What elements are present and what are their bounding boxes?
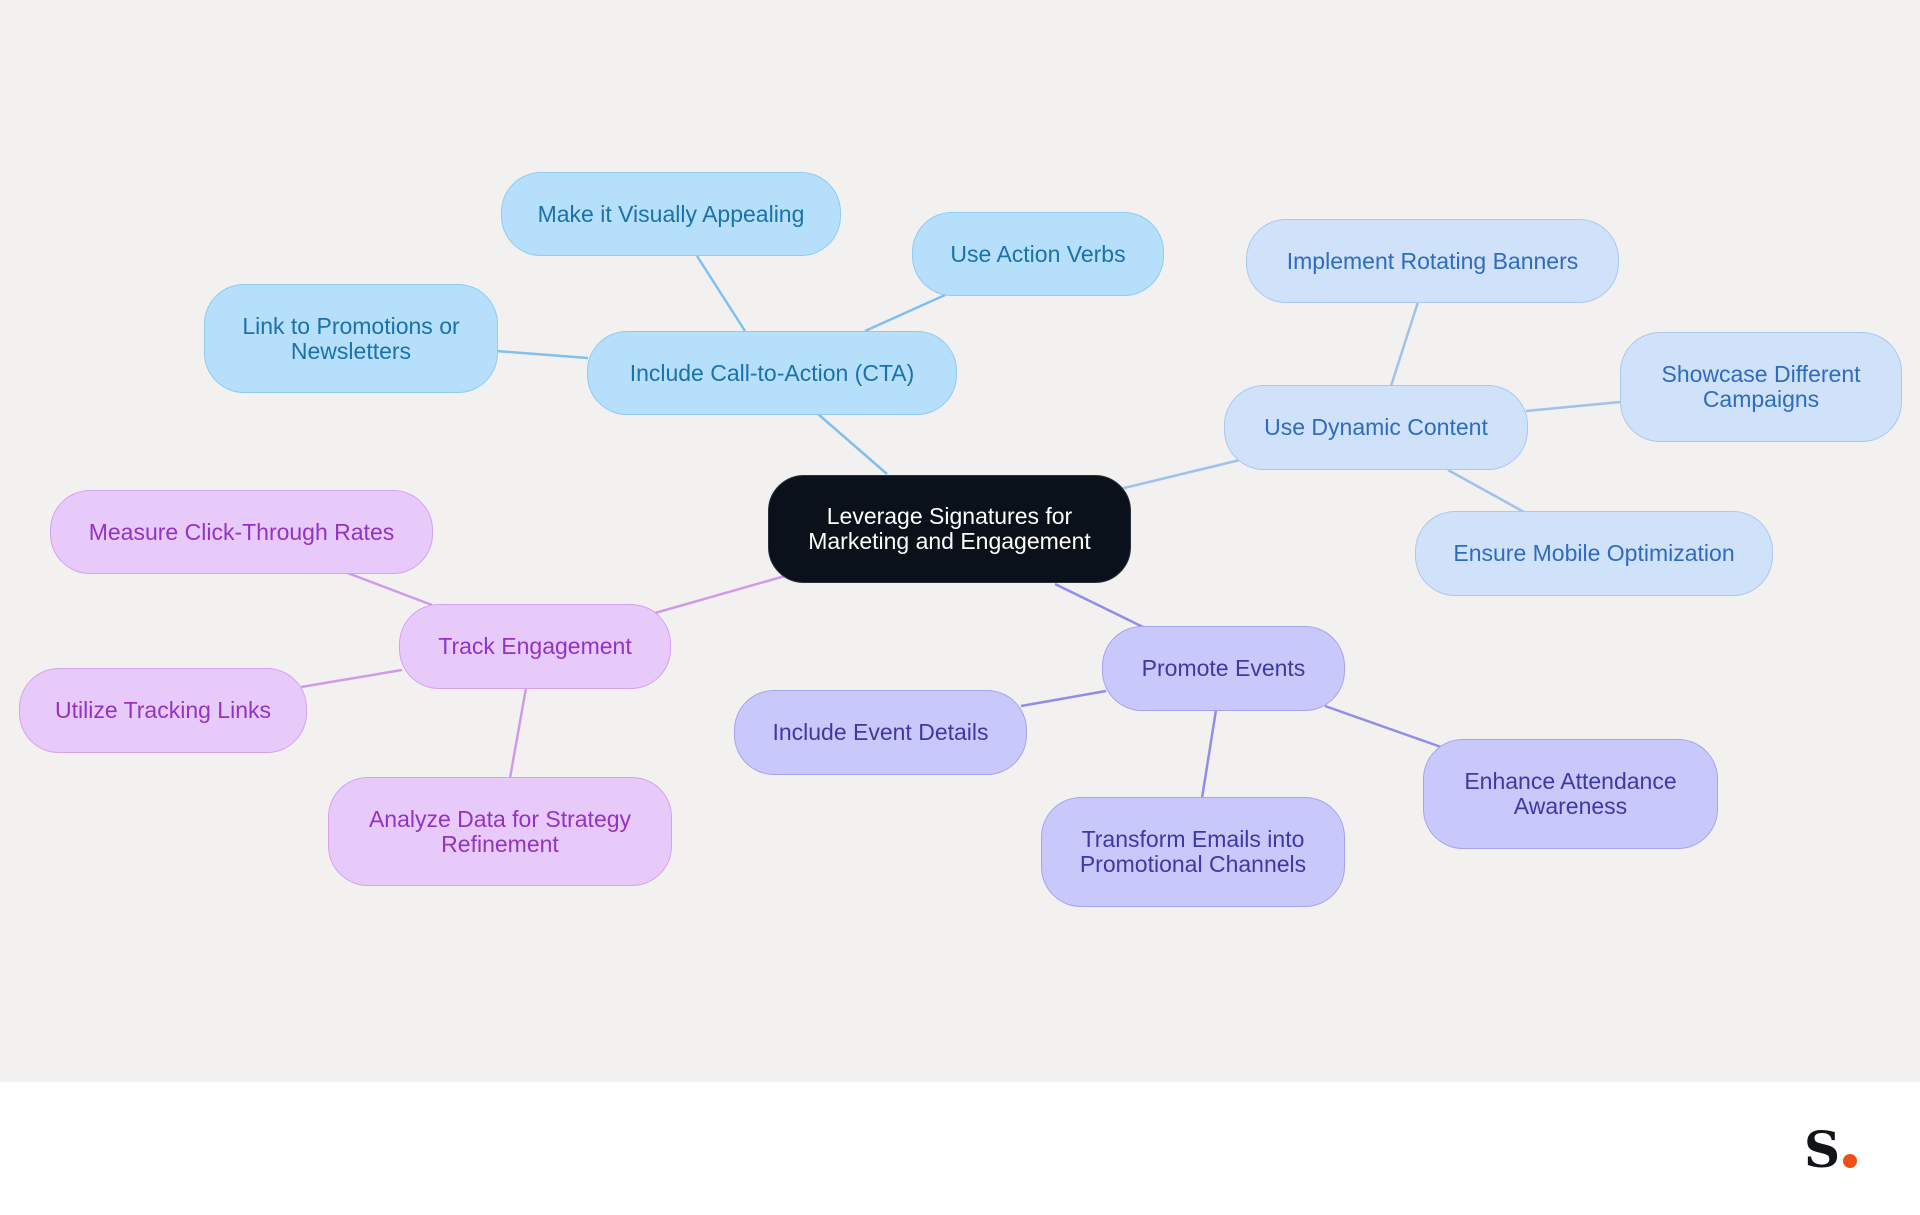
node-click-through-rates-label: Measure Click-Through Rates bbox=[88, 518, 395, 545]
node-track-engagement-label: Track Engagement bbox=[438, 633, 632, 659]
node-analyze-label-line2: Refinement bbox=[441, 830, 559, 857]
node-rotating-banners-label: Implement Rotating Banners bbox=[1286, 247, 1579, 274]
mind-map-connectors bbox=[300, 255, 1621, 799]
node-transform-emails: Transform Emails into Promotional Channe… bbox=[1041, 797, 1345, 907]
node-action-verbs: Use Action Verbs bbox=[912, 212, 1164, 296]
node-attendance-label-line1: Enhance Attendance bbox=[1464, 768, 1677, 794]
node-rotating-banners: Implement Rotating Banners bbox=[1246, 219, 1619, 303]
brand-logo: S bbox=[1804, 1120, 1858, 1179]
node-include-cta: Include Call-to-Action (CTA) bbox=[587, 331, 957, 415]
node-campaigns-label-line1: Showcase Different bbox=[1661, 361, 1861, 387]
root-label-line1: Leverage Signatures for bbox=[826, 503, 1073, 529]
node-tracking-links: Utilize Tracking Links bbox=[19, 668, 307, 753]
node-dynamic-content-label: Use Dynamic Content bbox=[1264, 414, 1488, 440]
node-analyze-label-line1: Analyze Data for Strategy bbox=[368, 805, 632, 832]
node-promotions-label-line1: Link to Promotions or bbox=[242, 312, 460, 339]
edge-root-dynamic bbox=[1119, 458, 1241, 491]
node-promote-events-label: Promote Events bbox=[1141, 655, 1306, 681]
node-mobile-optimization: Ensure Mobile Optimization bbox=[1415, 511, 1773, 596]
node-mobile-optimization-label: Ensure Mobile Optimization bbox=[1453, 540, 1735, 566]
logo-letter: S bbox=[1804, 1120, 1841, 1179]
node-enhance-attendance: Enhance Attendance Awareness bbox=[1423, 739, 1718, 849]
node-campaigns-label-line2: Campaigns bbox=[1702, 386, 1820, 412]
node-promote-events: Promote Events bbox=[1102, 626, 1345, 711]
mind-map: Leverage Signatures for Marketing and En… bbox=[0, 0, 1920, 1082]
edge-dynamic-banners bbox=[1389, 301, 1420, 387]
edge-cta-verbs bbox=[864, 293, 946, 333]
node-attendance-label-line2: Awareness bbox=[1513, 793, 1628, 819]
node-transform-label-line2: Promotional Channels bbox=[1079, 851, 1307, 877]
node-dynamic-content: Use Dynamic Content bbox=[1224, 385, 1528, 470]
edge-tracking-analyze bbox=[508, 687, 528, 779]
edge-cta-promos bbox=[495, 349, 589, 360]
node-visually-appealing-label: Make it Visually Appealing bbox=[537, 200, 805, 227]
edge-events-transform bbox=[1200, 709, 1218, 799]
edge-dynamic-mobile bbox=[1447, 468, 1525, 514]
root-label-line2: Marketing and Engagement bbox=[808, 528, 1091, 554]
root-node: Leverage Signatures for Marketing and En… bbox=[768, 475, 1131, 583]
node-action-verbs-label: Use Action Verbs bbox=[950, 240, 1126, 267]
node-click-through-rates: Measure Click-Through Rates bbox=[50, 490, 433, 574]
node-include-cta-label: Include Call-to-Action (CTA) bbox=[629, 359, 915, 386]
logo-dot-icon bbox=[1843, 1154, 1858, 1168]
node-track-engagement: Track Engagement bbox=[399, 604, 671, 689]
node-tracking-links-label: Utilize Tracking Links bbox=[54, 697, 272, 723]
node-visually-appealing: Make it Visually Appealing bbox=[501, 172, 841, 256]
node-promotions-newsletters: Link to Promotions or Newsletters bbox=[204, 284, 498, 393]
node-event-details-label: Include Event Details bbox=[772, 719, 989, 745]
edge-root-events bbox=[1054, 582, 1144, 629]
node-analyze-data: Analyze Data for Strategy Refinement bbox=[328, 777, 672, 886]
node-event-details: Include Event Details bbox=[734, 690, 1027, 775]
node-transform-label-line1: Transform Emails into bbox=[1081, 826, 1305, 852]
edge-tracking-links bbox=[300, 668, 403, 689]
node-promotions-label-line2: Newsletters bbox=[290, 337, 412, 364]
node-different-campaigns: Showcase Different Campaigns bbox=[1620, 332, 1902, 442]
edge-events-attendance bbox=[1324, 704, 1442, 749]
edge-events-details bbox=[1020, 689, 1107, 708]
edge-root-tracking bbox=[654, 574, 786, 615]
edge-dynamic-campaigns bbox=[1525, 400, 1621, 413]
edge-cta-visual bbox=[695, 255, 747, 332]
edge-tracking-ctr bbox=[344, 570, 433, 607]
edge-root-cta bbox=[817, 413, 888, 475]
